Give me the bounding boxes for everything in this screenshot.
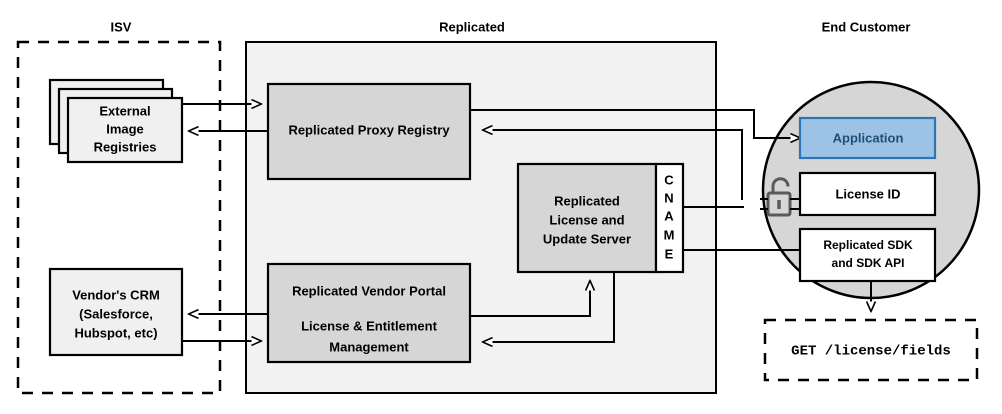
vendors-crm-label-1: Vendor's CRM: [72, 287, 160, 302]
license-update-server-label-3: Update Server: [543, 231, 631, 246]
application-label: Application: [833, 130, 904, 145]
vendors-crm-label-3: Hubspot, etc): [74, 325, 157, 340]
vendors-crm[interactable]: [48, 267, 184, 357]
license-id-label: License ID: [835, 186, 900, 201]
replicated-sdk-label-2: and SDK API: [832, 256, 905, 270]
replicated-sdk-label-1: Replicated SDK: [823, 238, 913, 252]
vendors-crm-label-2: (Salesforce,: [79, 306, 153, 321]
connector-vendorportal-to-licenseserver: [470, 281, 590, 317]
cname-letter-a: A: [664, 208, 674, 223]
cname-letter-m: M: [664, 227, 675, 242]
replicated-sdk-box[interactable]: [798, 227, 937, 283]
api-request-label: GET /license/fields: [791, 344, 951, 360]
replicated-proxy-registry-label: Replicated Proxy Registry: [288, 122, 450, 137]
vendor-portal-label-2: License & Entitlement: [301, 318, 437, 333]
replicated-vendor-portal[interactable]: [266, 262, 472, 364]
external-image-registries-label-2: Image: [106, 121, 144, 136]
vendor-portal-label-3: Management: [329, 339, 409, 354]
cname-letter-n: N: [664, 190, 673, 205]
replicated-license-update-server[interactable]: [516, 162, 658, 274]
isv-zone-container: [16, 40, 222, 395]
cname-letter-e: E: [665, 246, 674, 261]
license-update-server-label-1: Replicated: [554, 193, 620, 208]
zone-title-replicated: Replicated: [439, 19, 505, 34]
external-image-registries-label-3: Registries: [94, 139, 157, 154]
connector-licenseid-to-proxy: [483, 130, 743, 200]
cname-strip[interactable]: [654, 162, 685, 274]
external-image-registries[interactable]: [66, 96, 184, 164]
license-update-server-label-2: License and: [549, 212, 624, 227]
vendor-portal-label-1: Replicated Vendor Portal: [292, 283, 446, 298]
replicated-proxy-registry[interactable]: [266, 82, 472, 181]
cname-letter-c: C: [664, 172, 674, 187]
unlock-padlock-icon: [760, 177, 800, 217]
external-image-registries-label-1: External: [99, 103, 150, 118]
zone-title-end-customer: End Customer: [822, 19, 911, 34]
connector-licenseserver-to-vendorportal: [483, 272, 615, 342]
license-id-box[interactable]: [798, 171, 937, 217]
zone-title-isv: ISV: [111, 19, 132, 34]
connector-proxy-to-application: [470, 109, 800, 138]
api-request-box: [763, 318, 979, 382]
application-box[interactable]: [798, 116, 937, 160]
